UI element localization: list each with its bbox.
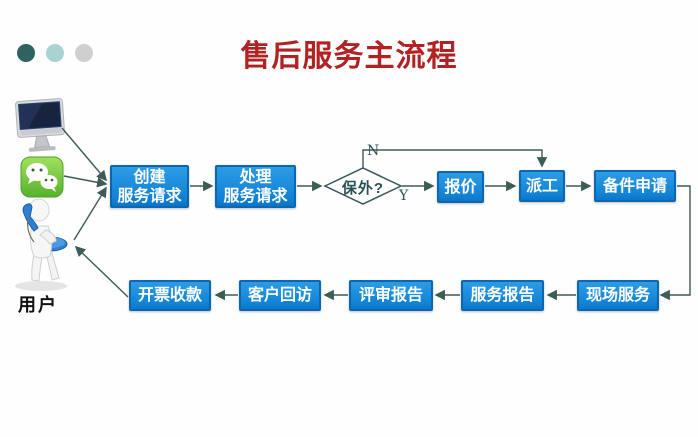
flow-box-customer-follow-up: 客户回访 bbox=[239, 280, 321, 311]
branch-label-yes: Y bbox=[399, 188, 409, 204]
flow-box-invoice-collection: 开票收款 bbox=[129, 280, 211, 311]
decorative-dot-dark-teal bbox=[17, 44, 35, 62]
wechat-icon bbox=[20, 156, 64, 203]
flow-box-onsite-service: 现场服务 bbox=[577, 280, 659, 311]
user-with-phone-icon bbox=[8, 196, 74, 297]
branch-label-no: N bbox=[367, 143, 380, 159]
decorative-dot-light-teal bbox=[46, 44, 64, 62]
flow-box-review-report: 评审报告 bbox=[349, 280, 433, 311]
decision-label-out-of-warranty: 保外? bbox=[341, 180, 385, 197]
user-label: 用户 bbox=[18, 295, 58, 315]
flow-box-quotation: 报价 bbox=[437, 171, 484, 203]
flow-box-process-service-request: 处理 服务请求 bbox=[215, 165, 296, 208]
page-title: 售后服务主流程 bbox=[240, 40, 458, 73]
flow-box-create-service-request: 创建 服务请求 bbox=[110, 165, 189, 208]
flow-box-spare-parts-request: 备件申请 bbox=[594, 170, 676, 202]
desktop-monitor-icon bbox=[14, 97, 68, 162]
flow-box-dispatch: 派工 bbox=[519, 170, 565, 202]
decorative-dot-gray bbox=[75, 44, 93, 62]
flow-box-service-report: 服务报告 bbox=[461, 280, 544, 311]
decision-diamond bbox=[323, 167, 403, 205]
